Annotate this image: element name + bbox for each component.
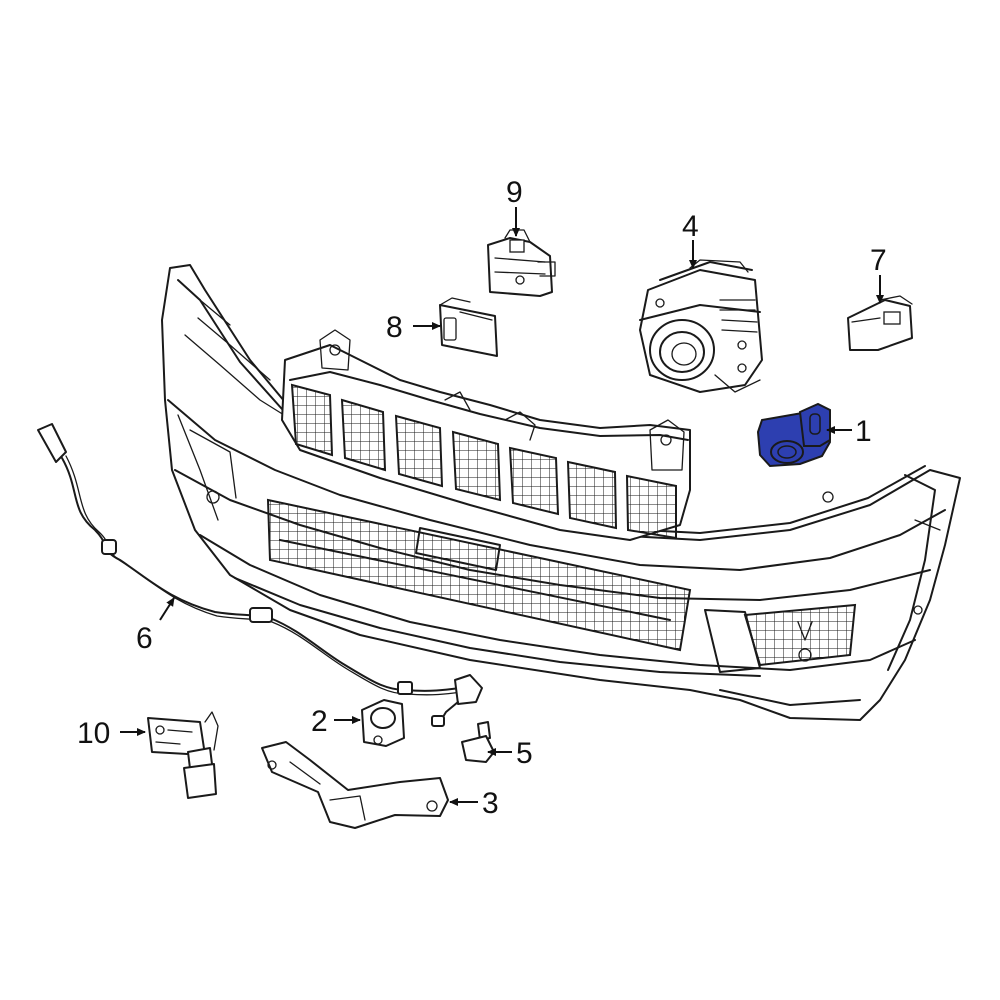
callout-labels: 1 2 3 4 5 6 7 8 9 10 xyxy=(77,176,887,820)
callout-9: 9 xyxy=(506,176,523,209)
callout-8: 8 xyxy=(386,311,403,344)
callout-2: 2 xyxy=(311,705,328,738)
part-9-module-bracket[interactable] xyxy=(487,229,556,297)
part-3-mounting-bracket[interactable] xyxy=(261,741,449,829)
callout-leaders xyxy=(120,207,884,806)
callout-3: 3 xyxy=(482,787,499,820)
part-4-camera-module[interactable] xyxy=(639,259,763,393)
part-10-connector[interactable] xyxy=(147,711,219,799)
part-7-sensor-module[interactable] xyxy=(847,295,913,351)
grille-assembly xyxy=(281,329,691,541)
part-8-sensor-cover[interactable] xyxy=(439,297,498,357)
front-bumper-fascia xyxy=(161,264,961,721)
part-5-small-sensor[interactable] xyxy=(461,721,495,763)
part-1-park-assist-sensor[interactable] xyxy=(756,402,832,468)
callout-4: 4 xyxy=(682,210,699,243)
callout-1: 1 xyxy=(855,415,872,448)
callout-6: 6 xyxy=(136,622,153,655)
part-6-wiring-harness[interactable] xyxy=(37,423,483,727)
callout-5: 5 xyxy=(516,737,533,770)
part-2-sensor-bracket[interactable] xyxy=(361,699,405,747)
callout-10: 10 xyxy=(77,717,110,750)
callout-7: 7 xyxy=(870,244,887,277)
